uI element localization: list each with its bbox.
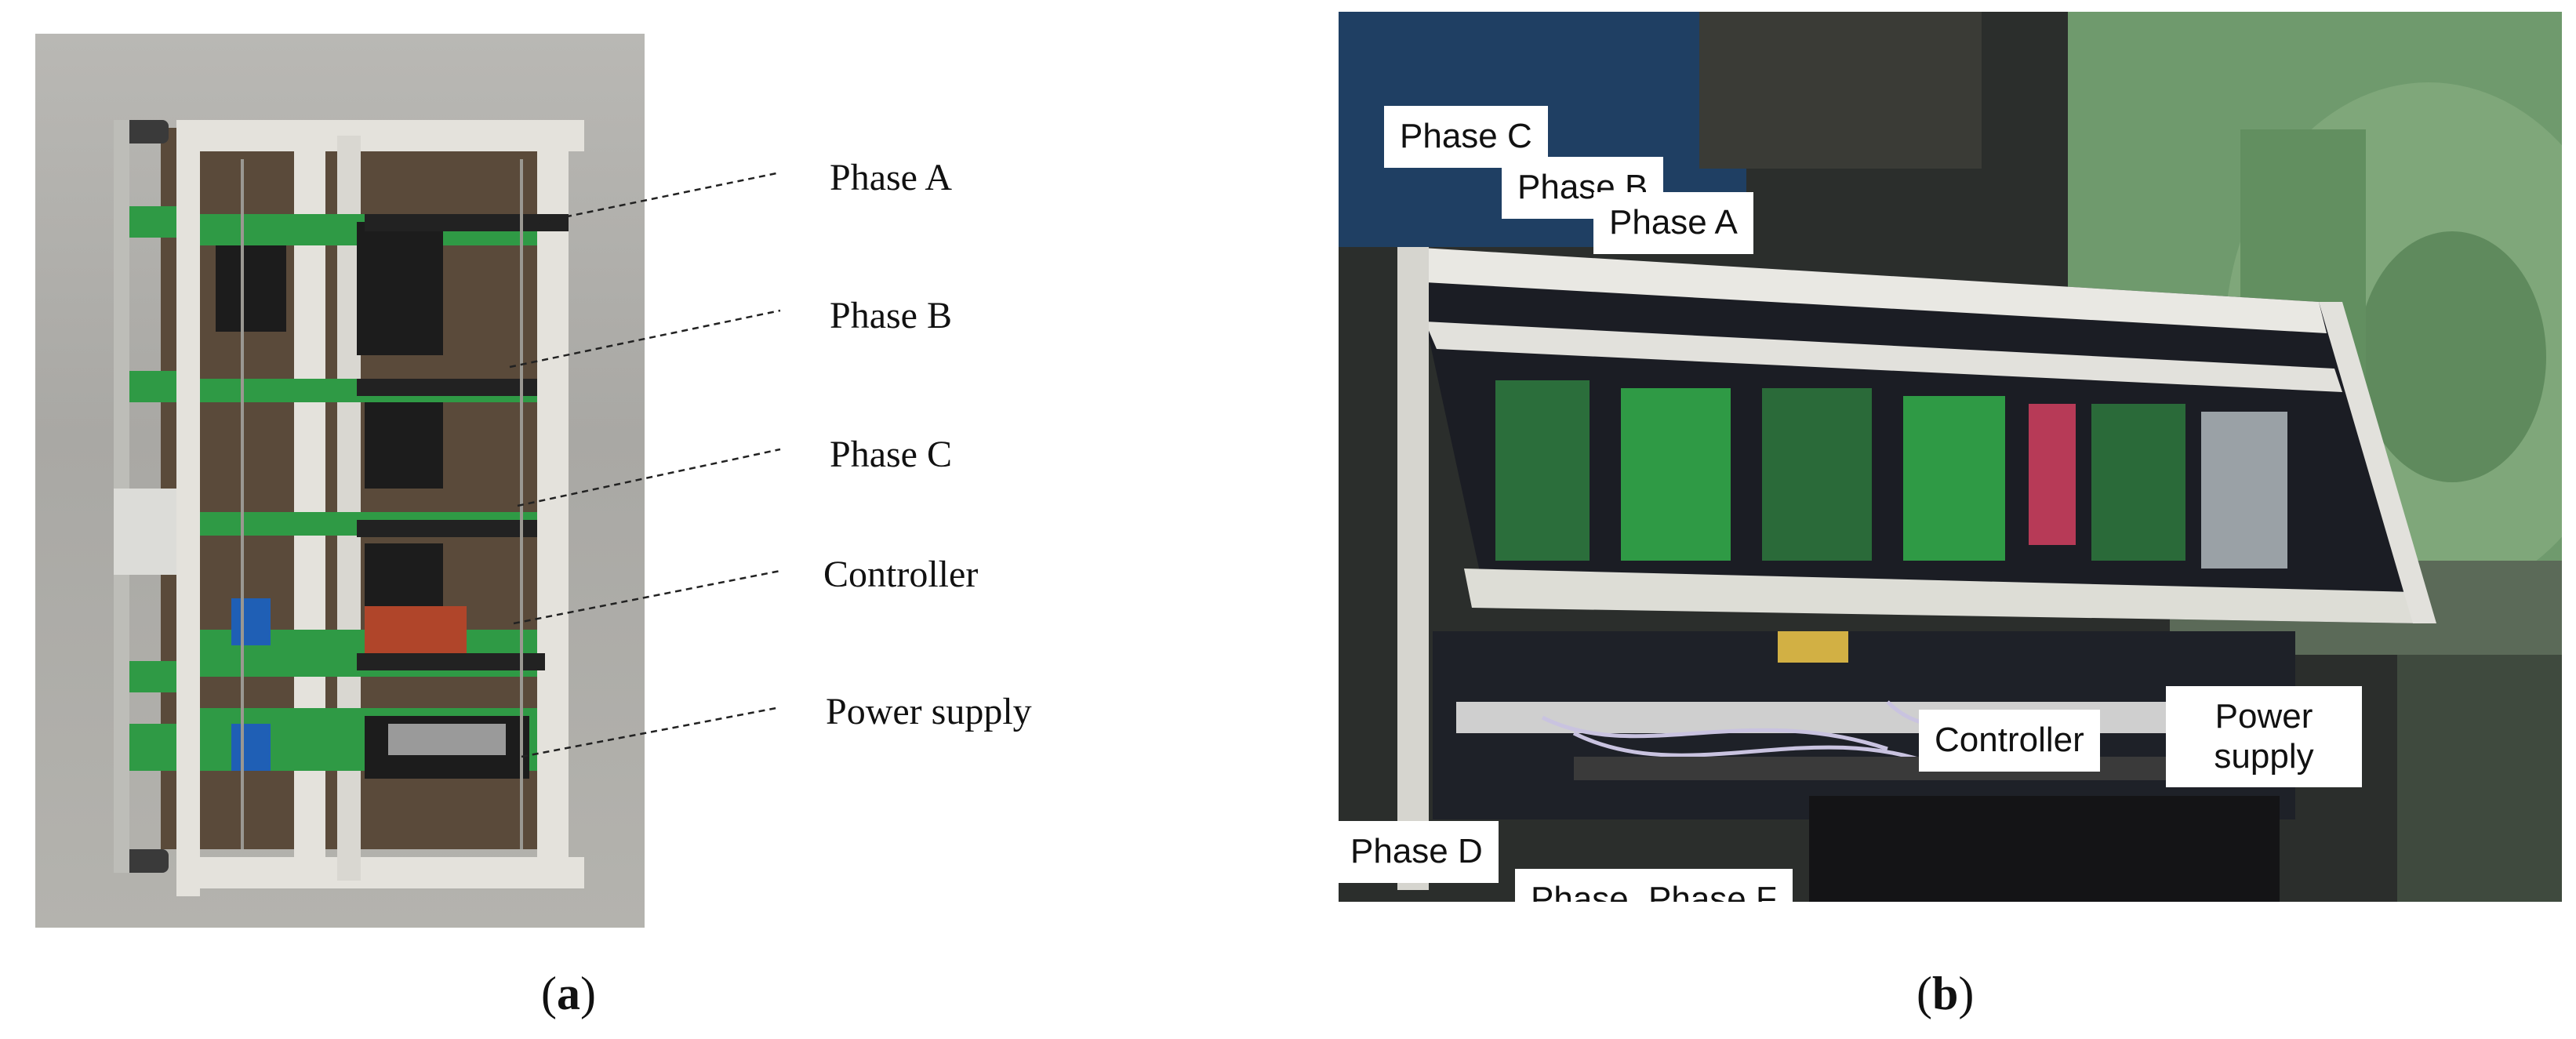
tag-phase-d: Phase D [1339,821,1499,883]
tag-power-supply: Power supply [2166,686,2362,788]
rack-illustration [114,120,584,896]
caption-a: (a) [541,968,596,1019]
label-phase-a: Phase A [830,157,952,198]
photo-b-installed-converter: Phase C Phase B Phase A Controller Power… [1339,12,2562,902]
tag-phase-a: Phase A [1593,192,1753,254]
caption-b: (b) [1917,968,1975,1019]
photo-a-converter-rack [35,34,645,928]
tag-controller: Controller [1919,710,2100,772]
tag-phase-f: Phase F [1633,869,1793,902]
label-phase-b: Phase B [830,295,952,336]
label-power-supply: Power supply [826,691,1032,732]
tag-power-supply-line2: supply [2214,736,2314,776]
label-controller: Controller [823,554,979,595]
label-phase-c: Phase C [830,434,952,475]
tag-power-supply-line1: Power [2214,697,2313,736]
